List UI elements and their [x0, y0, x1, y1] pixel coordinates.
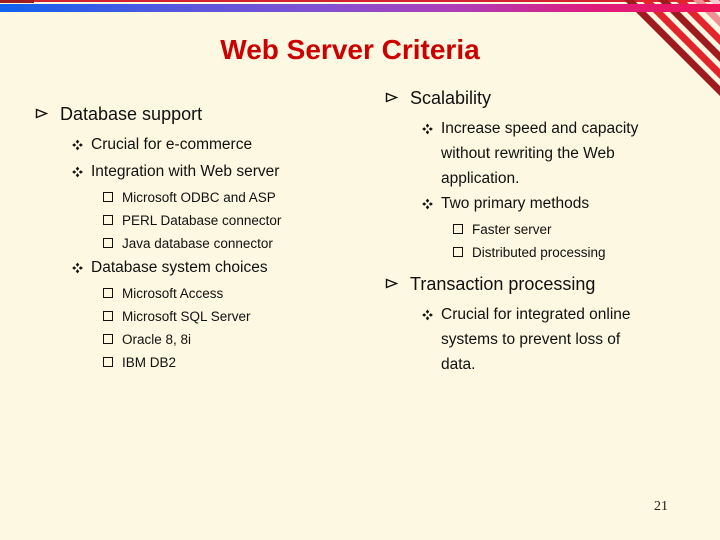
bullet-item: Database support [32, 101, 372, 127]
square-bullet-icon [103, 328, 122, 351]
diamond-bullet-icon [422, 116, 441, 143]
bullet-item-text: Database support [60, 104, 203, 124]
square-bullet-icon [103, 305, 122, 328]
gradient-bar [0, 4, 720, 12]
diamond-bullet-icon [72, 132, 91, 159]
bullet-item: IBM DB2 [32, 351, 372, 374]
bullet-item-text: Database system choices [91, 259, 268, 276]
bullet-item-text: Crucial for e-commerce [91, 136, 253, 153]
bullet-item: Faster server [382, 218, 712, 241]
bullet-item: Scalability [382, 85, 712, 111]
bullet-item-text: Faster server [472, 222, 552, 237]
bullet-item-text: Microsoft ODBC and ASP [122, 190, 276, 205]
right-column: Scalability Increase speed and capacity … [382, 85, 712, 377]
arrowhead-bullet-icon [35, 101, 60, 127]
arrowhead-bullet-icon [385, 271, 410, 297]
arrowhead-bullet-icon [385, 85, 410, 111]
square-bullet-icon [103, 232, 122, 255]
bullet-item: Crucial for integrated online systems to… [382, 302, 712, 377]
bullet-item: Java database connector [32, 232, 372, 255]
square-bullet-icon [453, 241, 472, 264]
diamond-bullet-icon [72, 255, 91, 282]
bullet-item: Two primary methods [382, 191, 712, 218]
bullet-item: Microsoft ODBC and ASP [32, 186, 372, 209]
bullet-item: Crucial for e-commerce [32, 132, 372, 159]
bullet-item: Microsoft SQL Server [32, 305, 372, 328]
bullet-item-text: Scalability [410, 88, 492, 108]
bullet-item: Database system choices [32, 255, 372, 282]
square-bullet-icon [103, 186, 122, 209]
bullet-item-text: Increase speed and capacity without rewr… [441, 120, 639, 187]
bullet-item: Microsoft Access [32, 282, 372, 305]
bullet-item-text: Two primary methods [441, 195, 590, 212]
diamond-bullet-icon [422, 302, 441, 329]
bullet-item: Distributed processing [382, 241, 712, 264]
bullet-item-text: Microsoft SQL Server [122, 309, 251, 324]
square-bullet-icon [453, 218, 472, 241]
diamond-bullet-icon [422, 191, 441, 218]
bullet-item: Integration with Web server [32, 159, 372, 186]
bullet-item-text: PERL Database connector [122, 213, 282, 228]
bullet-item: PERL Database connector [32, 209, 372, 232]
bullet-item-text: Integration with Web server [91, 163, 280, 180]
bullet-item: Transaction processing [382, 271, 712, 297]
square-bullet-icon [103, 351, 122, 374]
page-number: 21 [654, 499, 668, 514]
bullet-item-text: Crucial for integrated online systems to… [441, 306, 631, 373]
bullet-item: Oracle 8, 8i [32, 328, 372, 351]
square-bullet-icon [103, 282, 122, 305]
bullet-item-text: Java database connector [122, 236, 273, 251]
slide-title: Web Server Criteria [220, 34, 480, 65]
bullet-item-text: IBM DB2 [122, 355, 177, 370]
bullet-item-text: Oracle 8, 8i [122, 332, 192, 347]
square-bullet-icon [103, 209, 122, 232]
left-column: Database support Crucial for e-commerce … [32, 101, 372, 374]
bullet-item-text: Microsoft Access [122, 286, 224, 301]
bullet-item-text: Transaction processing [410, 274, 596, 294]
top-red-line [0, 0, 720, 2]
bullet-item-text: Distributed processing [472, 245, 606, 260]
diamond-bullet-icon [72, 159, 91, 186]
top-left-red-block [0, 0, 34, 3]
bullet-item: Increase speed and capacity without rewr… [382, 116, 712, 191]
